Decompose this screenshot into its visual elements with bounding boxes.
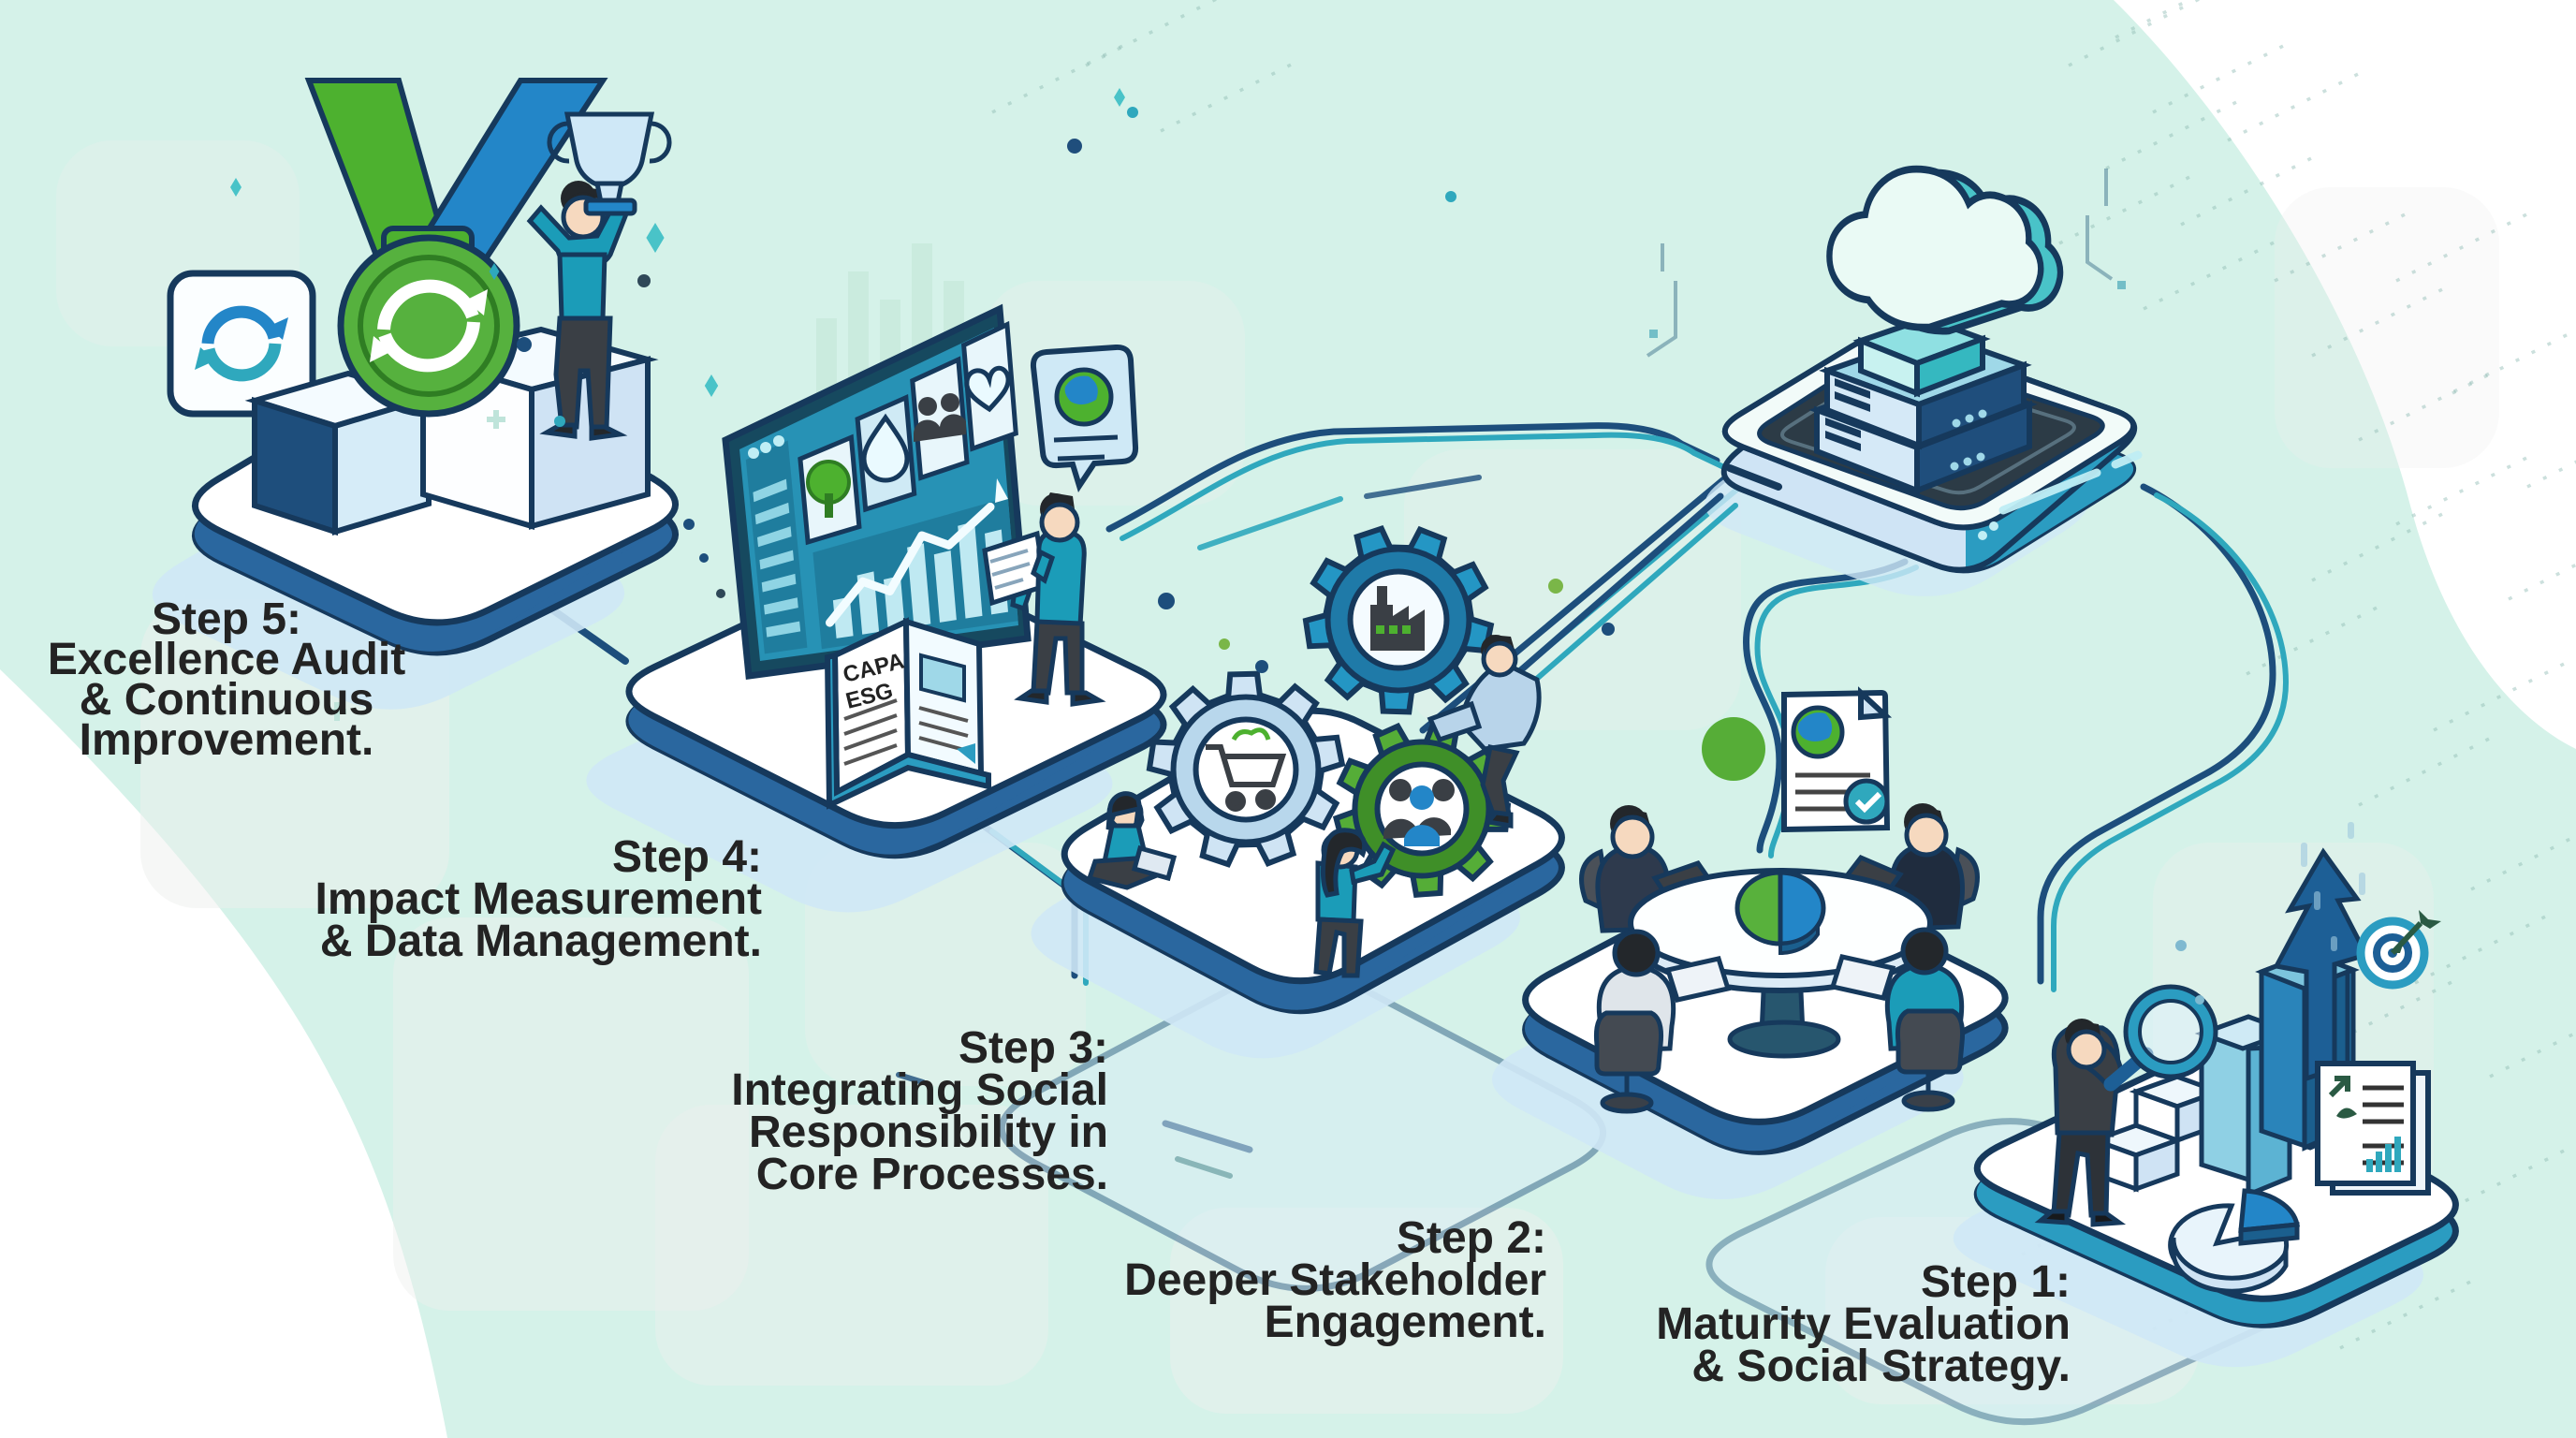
svg-text:Engagement.: Engagement. (1265, 1298, 1546, 1347)
svg-text:Excellence Audit: Excellence Audit (48, 635, 405, 684)
svg-text:Integrating Social: Integrating Social (731, 1065, 1108, 1115)
svg-text:& Continuous: & Continuous (80, 675, 374, 725)
svg-text:Step 2:: Step 2: (1397, 1213, 1546, 1263)
svg-text:& Social Strategy.: & Social Strategy. (1691, 1342, 2071, 1391)
svg-text:Step 5:: Step 5: (152, 594, 301, 644)
svg-text:Step 3:: Step 3: (959, 1023, 1108, 1073)
svg-text:Step 1:: Step 1: (1921, 1257, 2071, 1307)
svg-text:Step 4:: Step 4: (612, 832, 762, 882)
svg-text:Maturity Evaluation: Maturity Evaluation (1656, 1299, 2071, 1349)
svg-text:Responsibility in: Responsibility in (749, 1108, 1108, 1157)
svg-text:Deeper Stakeholder: Deeper Stakeholder (1124, 1255, 1546, 1305)
svg-text:& Data Management.: & Data Management. (320, 917, 762, 966)
svg-text:Core Processes.: Core Processes. (756, 1150, 1108, 1199)
svg-text:Improvement.: Improvement. (80, 715, 374, 765)
svg-text:Impact Measurement: Impact Measurement (315, 874, 763, 924)
